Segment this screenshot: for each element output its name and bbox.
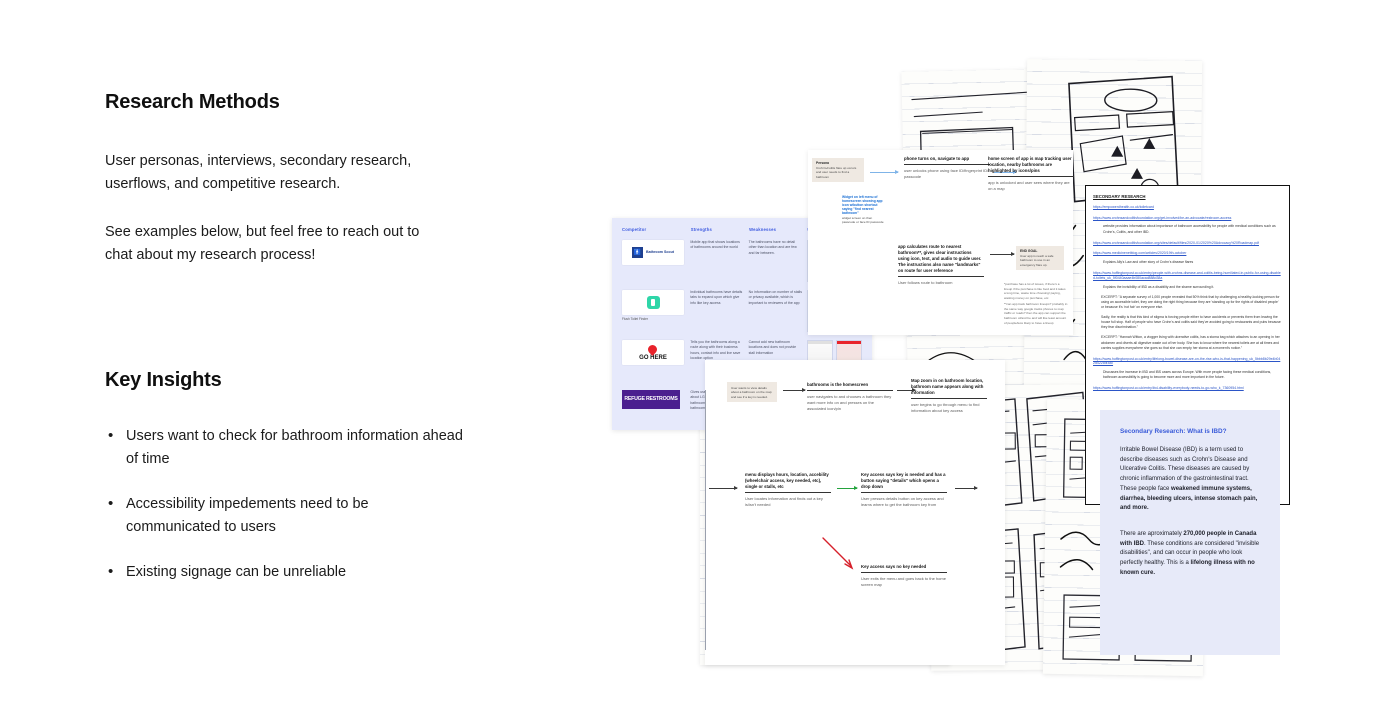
research-link[interactable]: https://www.crohnsandcolitisfoundation.o… — [1093, 215, 1232, 220]
userflow-node-5: Map zoom in on bathroom location, bathro… — [911, 378, 987, 414]
column-header-weaknesses: Weaknesses — [749, 227, 777, 232]
strengths-cell: Mobile app that shows locations of bathr… — [690, 240, 740, 250]
toilet-icon — [646, 296, 660, 309]
strengths-cell: Individual bathrooms have details tabs t… — [690, 290, 743, 305]
ibd-info-card: Secondary Research: What is IBD? Irritab… — [1100, 410, 1280, 655]
map-pin-icon — [646, 342, 660, 356]
methods-paragraph-1: User personas, interviews, secondary res… — [105, 153, 412, 193]
column-header-competitor: Competitor — [622, 227, 647, 232]
research-artifacts-collage: Competitor Strengths Weaknesses UI 🚹 Bat… — [600, 55, 1400, 677]
userflow-node-2: home screen of app is map tracking user … — [988, 156, 1074, 192]
competitor-name: Bathroom Scout — [646, 250, 674, 255]
flow-arrow — [955, 486, 978, 490]
research-note: Discusses the increase in IBD and IBS ca… — [1103, 370, 1272, 380]
ibd-p2-bold-a: 270,000 people in Canada with IBD — [1120, 531, 1257, 547]
competitor-logo-cell: REFUGE RESTROOMS — [622, 390, 690, 430]
research-link[interactable]: https://www.huffingtonpost.co.uk/entry/p… — [1093, 271, 1281, 280]
flow-arrow — [994, 170, 1017, 174]
userflow-diagram-bottom: User wants to view details about a bathr… — [705, 360, 1005, 665]
userflow-note-view-details: User wants to view details about a bathr… — [727, 382, 777, 403]
userflow-note-end-goal: END GOAL User app is reach a safe bathro… — [1016, 246, 1064, 271]
flow-arrow — [783, 388, 806, 392]
research-note: website provides information about impor… — [1103, 224, 1276, 234]
ibd-p1-bold: weakened immune systems, diarrhea, bleed… — [1120, 485, 1258, 512]
methods-paragraph-2: See examples below, but feel free to rea… — [105, 223, 420, 264]
research-link[interactable]: https://www.medicinenetblog.com/articles… — [1093, 251, 1187, 256]
competitor-logo-cell: Flush Toilet Finder — [622, 290, 690, 332]
document-heading: SECONDARY RESEARCH — [1093, 194, 1146, 199]
research-link[interactable]: https://www.huffingtonpost.co.uk/entry/i… — [1093, 386, 1244, 391]
research-excerpt: EXCERPT: "Hannah Witton, a vlogger livin… — [1101, 335, 1280, 350]
list-item: Accessibility impedements need to be com… — [105, 492, 465, 540]
ibd-p1-normal: Irritable Bowel Disease (IBD) is a term … — [1120, 446, 1250, 492]
key-insights-section: Key Insights Users want to check for bat… — [105, 368, 475, 605]
flow-arrow — [870, 170, 899, 174]
list-item: Users want to check for bathroom informa… — [105, 424, 465, 472]
competitor-name: Flush Toilet Finder — [622, 317, 648, 321]
ibd-p2-normal-a: There are aproximately — [1120, 531, 1184, 537]
userflow-footnote-2: **can app track bathroom lineups? probab… — [1004, 302, 1068, 325]
go-here-logo: GO HERE — [622, 340, 684, 365]
userflow-node-7: Key access says key is needed and has a … — [861, 472, 947, 508]
restroom-icon: 🚹 — [632, 247, 644, 258]
userflow-node-6: menu displays hours, location, accebilit… — [745, 472, 831, 508]
list-item: Existing signage can be unreliable — [105, 560, 465, 585]
bathroom-scout-logo: 🚹 Bathroom Scout — [622, 240, 684, 265]
userflow-note-widget: Widget on left menu of homescreen showin… — [842, 195, 884, 225]
strengths-cell: Tells you the bathrooms along a route al… — [690, 340, 741, 360]
competitor-name: REFUGE RESTROOMS — [624, 395, 678, 402]
weaknesses-cell: Cannot add new bathroom locations and do… — [748, 340, 797, 355]
ibd-p2-bold-b: lifelong illness with no known cure. — [1120, 560, 1255, 576]
divider — [705, 390, 706, 650]
page-title: Research Methods — [105, 91, 280, 113]
ibd-paragraph-1: Irritable Bowel Disease (IBD) is a term … — [1120, 446, 1260, 514]
flow-arrow-yes — [837, 486, 858, 490]
competitor-logo-cell: GO HERE — [622, 340, 690, 382]
userflow-note-persona: Persona Crohn's/colitis flare up occurs … — [812, 158, 864, 183]
research-excerpt: EXCERPT: "A separate survey of 1,000 peo… — [1101, 294, 1280, 309]
competitor-logo-cell: 🚹 Bathroom Scout — [622, 240, 690, 282]
userflow-node-3: app calculates route to nearest bathroom… — [898, 244, 984, 286]
userflow-footnote-1: *purchase has a lot of issues, if there'… — [1004, 282, 1066, 300]
flow-arrow — [897, 388, 916, 392]
refuge-restrooms-logo: REFUGE RESTROOMS — [622, 390, 680, 409]
key-insights-title: Key Insights — [105, 369, 222, 391]
userflow-diagram-top: Persona Crohn's/colitis flare up occurs … — [808, 150, 1074, 335]
flush-toilet-finder-logo — [622, 290, 684, 315]
research-link[interactable]: https://www.huffingtonpost.co.uk/entry/l… — [1093, 356, 1281, 366]
research-methods-section: Research Methods User personas, intervie… — [105, 90, 465, 268]
research-note: Explains Ally's Law and other story of C… — [1103, 260, 1194, 265]
column-header-strengths: Strengths — [690, 227, 713, 232]
competitor-name: GO HERE — [639, 354, 667, 361]
ibd-card-heading: Secondary Research: What is IBD? — [1120, 428, 1227, 435]
userflow-node-1: phone turns on, navigate to app user unl… — [904, 156, 990, 180]
weaknesses-cell: The bathrooms have no detail other than … — [748, 240, 797, 255]
weaknesses-cell: No information on number of stalls or pr… — [748, 290, 802, 305]
key-insights-list: Users want to check for bathroom informa… — [105, 424, 475, 585]
research-note: Explains the invisibility of IBD as a di… — [1103, 284, 1215, 289]
flow-arrow — [990, 252, 1015, 256]
ibd-p2-normal-b: . These conditions are considered "invis… — [1120, 540, 1260, 567]
flow-arrow — [709, 486, 738, 490]
userflow-node-4: bathrooms is the homescreen user navigat… — [807, 382, 893, 412]
ibd-paragraph-2: There are aproximately 270,000 people in… — [1120, 530, 1260, 579]
research-link[interactable]: https://empowerdhealth.co.uk/toiletcard — [1093, 205, 1154, 209]
research-excerpt: Sadly, the reality is that this kind of … — [1101, 315, 1281, 330]
research-link[interactable]: https://www.crohnsandcolitisfoundation.o… — [1093, 240, 1259, 245]
userflow-node-8: Key access says no key needed User exits… — [861, 564, 947, 588]
